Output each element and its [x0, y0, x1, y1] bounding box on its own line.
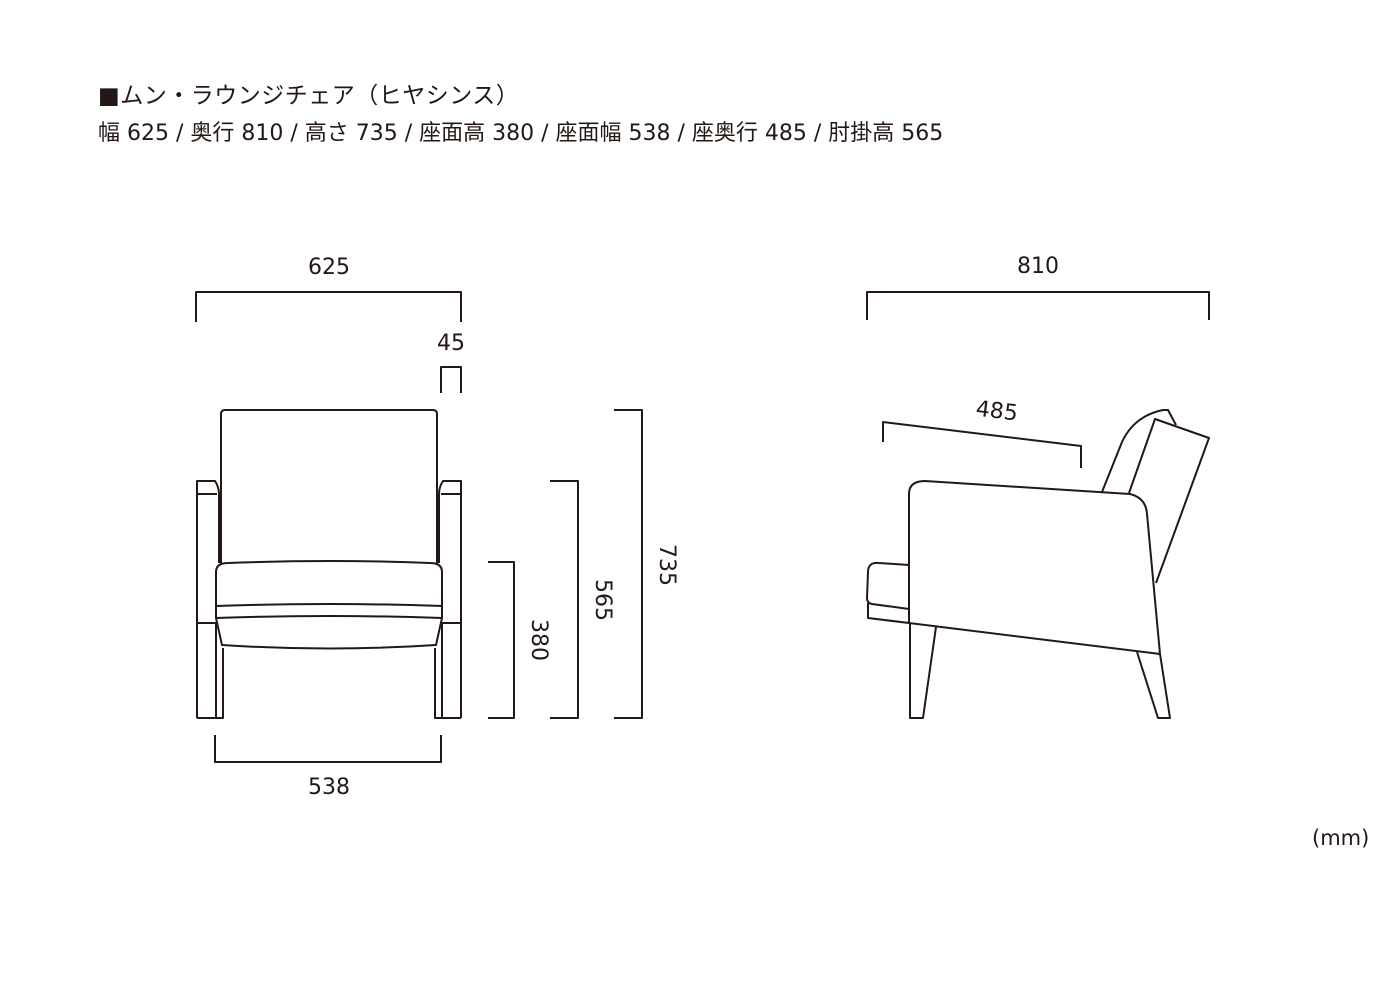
- arm-width-label: 45: [437, 331, 465, 356]
- side-back-leg: [1136, 651, 1171, 719]
- drawing-title: ■ムン・ラウンジチェア（ヒヤシンス）: [98, 83, 520, 109]
- side-seat-cushion: [866, 561, 910, 624]
- side-front-leg: [909, 623, 937, 719]
- seat-height-label: 380: [526, 619, 551, 661]
- front-seat-cushion: [215, 560, 443, 607]
- arm-height-label: 565: [590, 579, 615, 621]
- seat-height-dimension-line: [488, 561, 515, 719]
- front-width-label: 625: [308, 255, 350, 280]
- total-height-dimension-line: [614, 409, 643, 719]
- seat-depth-dimension-line: [882, 421, 1082, 468]
- side-view: 810 485: [866, 254, 1210, 719]
- side-back-cushion: [1128, 418, 1210, 584]
- side-arm-panel: [908, 480, 1161, 655]
- front-left-arm: [196, 480, 224, 719]
- seat-width-label: 538: [308, 775, 350, 800]
- seat-depth-label: 485: [974, 397, 1019, 427]
- unit-label: (mm): [1312, 826, 1370, 850]
- arm-height-dimension-line: [550, 480, 579, 719]
- depth-label: 810: [1017, 254, 1059, 279]
- arm-width-dimension-line: [440, 366, 462, 393]
- side-backrest-frame: [1101, 409, 1177, 493]
- front-width-dimension-line: [195, 291, 462, 322]
- front-backrest: [220, 409, 438, 565]
- front-view: 625 45 538 380 565 735: [195, 255, 679, 800]
- dimension-specs: 幅 625 / 奥行 810 / 高さ 735 / 座面高 380 / 座面幅 …: [98, 121, 944, 146]
- depth-dimension-line: [866, 291, 1210, 320]
- front-right-arm: [434, 480, 462, 719]
- seat-width-dimension-line: [214, 735, 442, 763]
- front-seat-base: [215, 606, 443, 650]
- total-height-label: 735: [654, 544, 679, 586]
